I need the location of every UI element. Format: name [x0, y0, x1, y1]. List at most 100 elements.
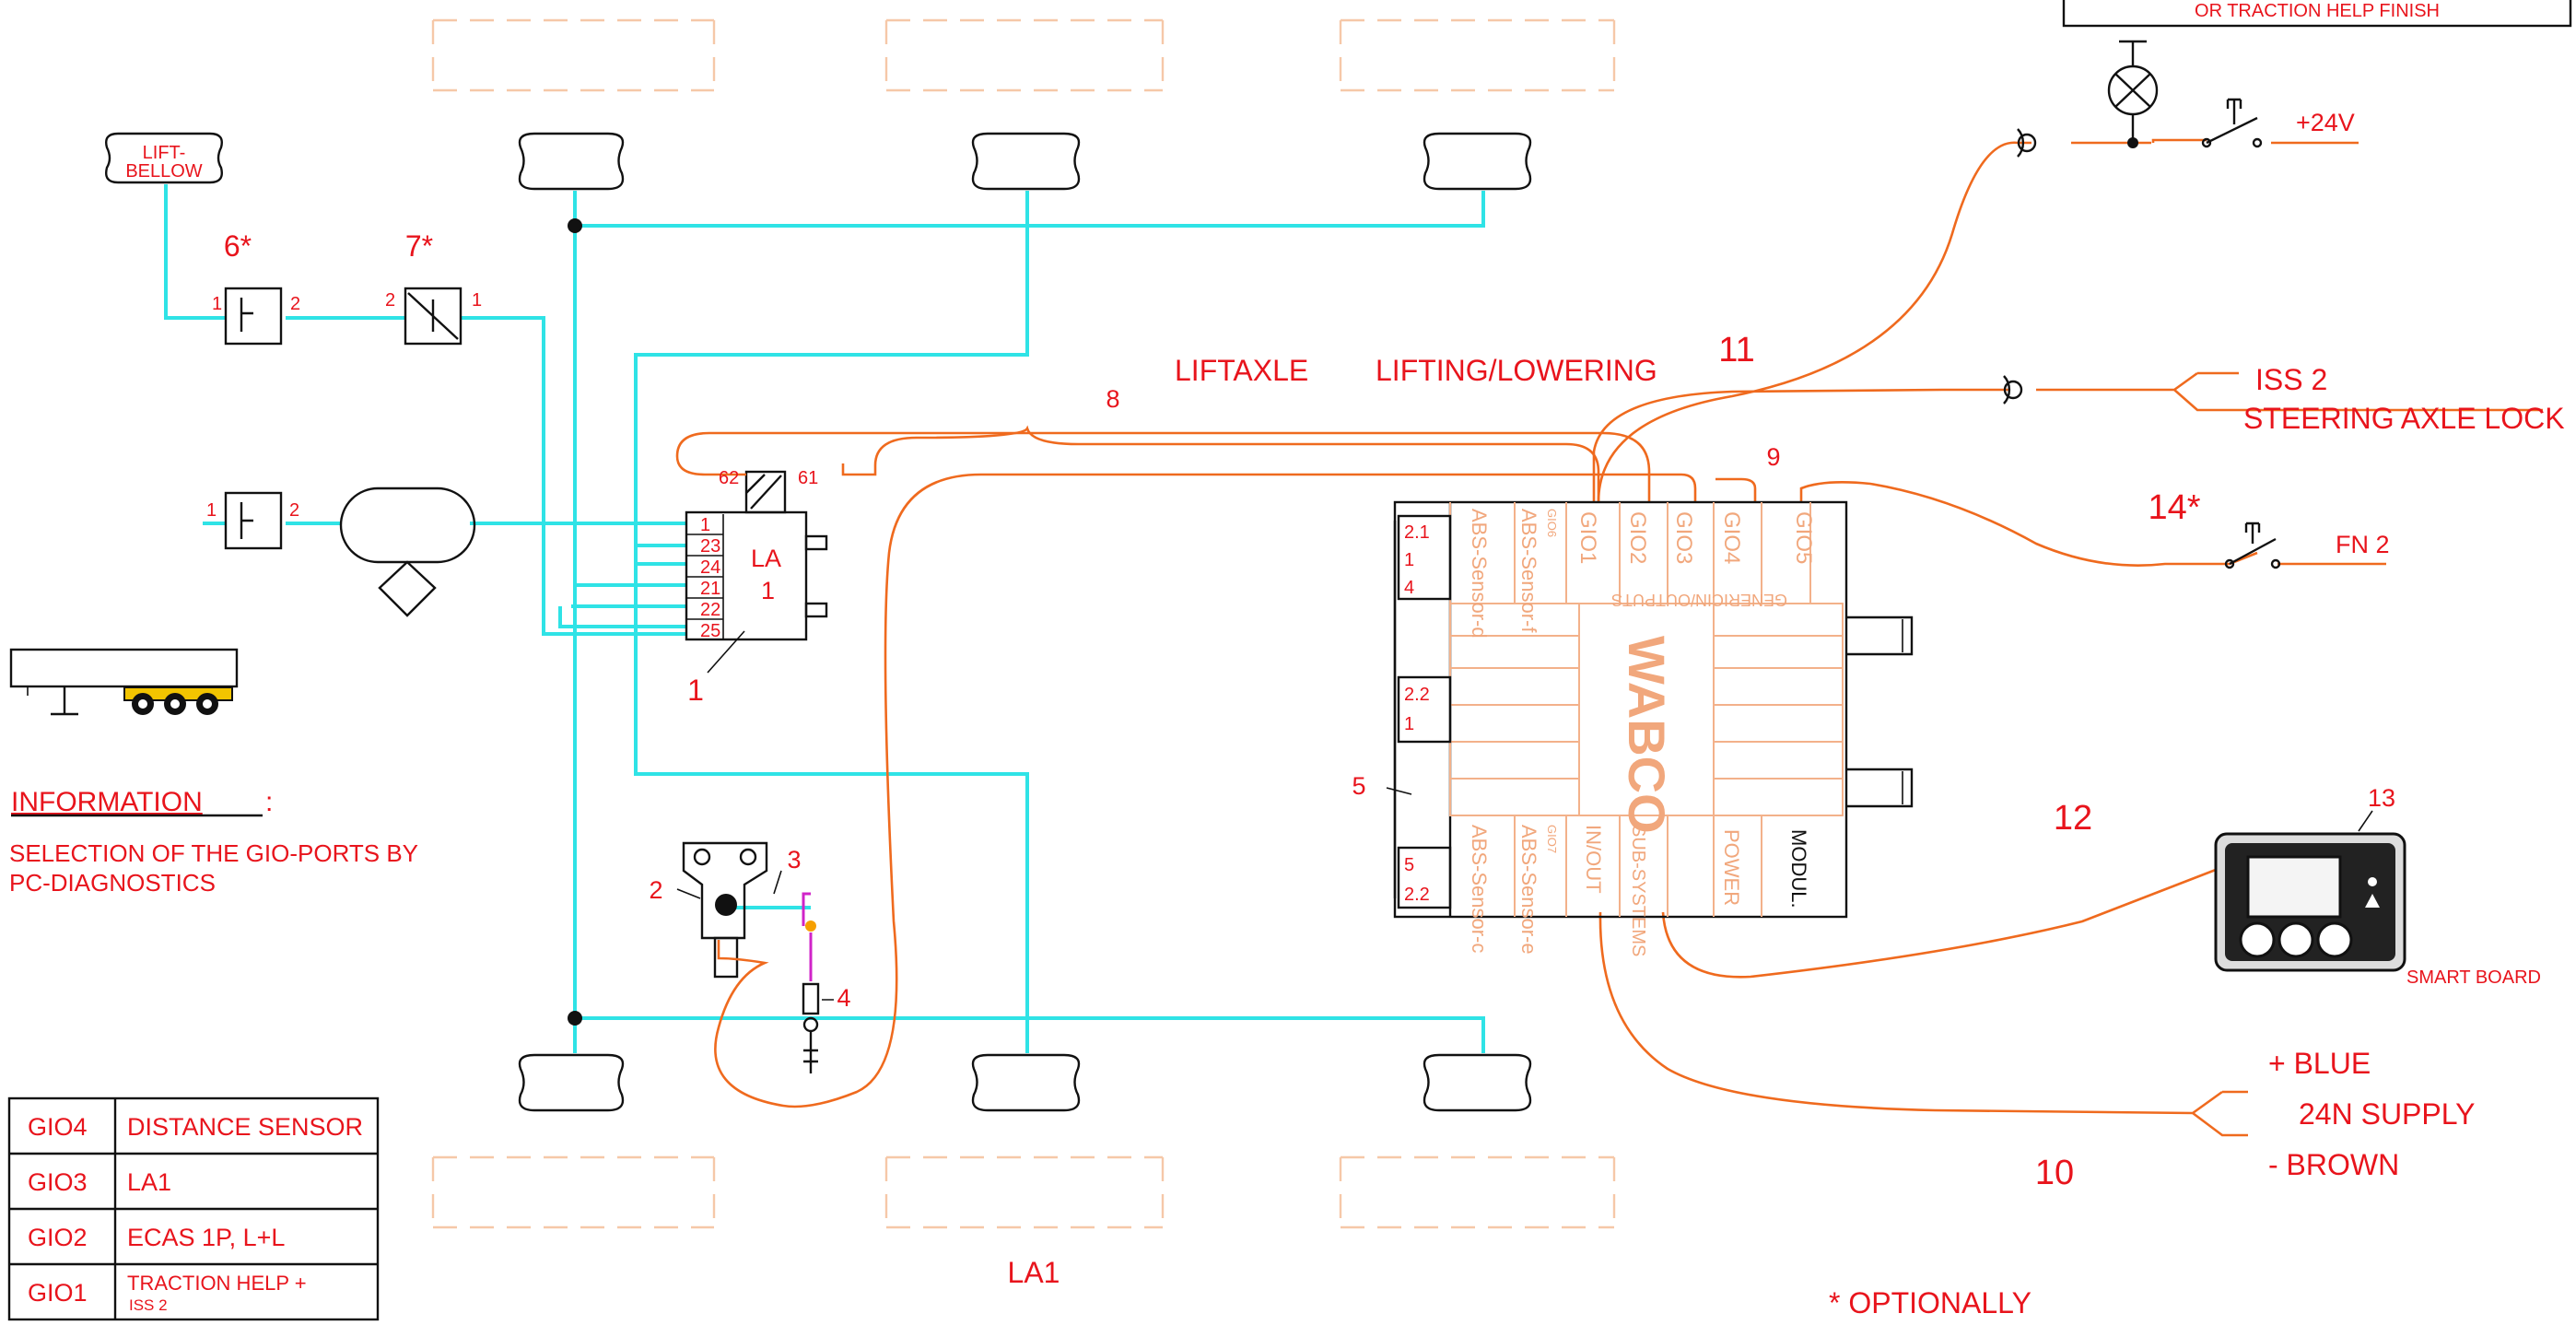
la-port-1: 1	[700, 515, 710, 535]
air-tank-icon	[339, 487, 476, 617]
ecu-labels: ABS-Sensor-d ABS-Sensor-f GIO6 GIO1 GIO2…	[1404, 509, 1816, 956]
labels: LIFT- BELLOW 6* 7* 1 2 2 1 1 2 62 61 1 2…	[9, 109, 2565, 1319]
port-label: 1	[212, 294, 222, 314]
gio-table-sub: ISS 2	[129, 1296, 168, 1314]
header-box	[2062, 0, 2572, 28]
wires	[675, 138, 2543, 1137]
gio-table-function: LA1	[127, 1168, 171, 1196]
ecu-top-port-5: GIO3	[1671, 511, 1696, 564]
la-module	[685, 470, 828, 674]
la-port-25: 25	[700, 621, 720, 641]
ecu-generic: GENERIC	[1712, 591, 1787, 609]
la-port-62: 62	[719, 468, 739, 488]
plug-icon-iss2	[2003, 375, 2023, 405]
bellow-bot-2	[971, 1053, 1081, 1112]
ecu-left-port-7: 2.2	[1404, 885, 1430, 905]
valve-7-label: 7*	[405, 229, 433, 263]
ecu-left-port-3: 4	[1404, 578, 1414, 598]
label-lifting-lowering: LIFTING/LOWERING	[1376, 354, 1657, 387]
ecu-top-port-6: GIO4	[1719, 511, 1744, 564]
junction-dot-top	[568, 218, 582, 233]
ref-8: 8	[1106, 385, 1119, 413]
label-plus24v: +24V	[2296, 109, 2355, 136]
ecu-top-port-3: GIO1	[1575, 511, 1600, 564]
ecu-bottom-port-2: ABS-Sensor-e	[1517, 825, 1540, 955]
ecu-left-port-4: 2.2	[1404, 685, 1430, 705]
ghost-wheel-top-1	[431, 18, 716, 92]
junction-dot-bottom	[568, 1011, 582, 1026]
switch-icon	[2201, 98, 2263, 148]
information-line-1: SELECTION OF THE GIO-PORTS BY	[9, 839, 418, 867]
ref-1: 1	[687, 674, 704, 707]
plug-icon	[2017, 128, 2037, 158]
la-name: LA	[751, 545, 781, 572]
ecu-left-port-1: 2.1	[1404, 522, 1430, 543]
la-port-23: 23	[700, 536, 720, 557]
lift-bellow-label-1: LIFT-	[143, 143, 186, 163]
ecu-module	[1386, 500, 1914, 919]
ecu-bottom-port-1: ABS-Sensor-c	[1468, 825, 1491, 953]
distance-sensor-icon	[676, 841, 834, 1073]
gio-table-function: TRACTION HELP +	[127, 1272, 307, 1295]
trailer-icon	[9, 648, 239, 716]
air-lines	[164, 184, 1485, 1053]
la-port-21: 21	[700, 579, 720, 599]
port-label: 1	[206, 500, 217, 521]
label-plus-blue: + BLUE	[2268, 1047, 2371, 1080]
la-port-22: 22	[700, 600, 720, 620]
ref-12: 12	[2054, 799, 2092, 838]
la-port-24: 24	[700, 557, 720, 578]
lift-bellow	[105, 132, 223, 184]
gio-table: GIO4 DISTANCE SENSOR GIO3 LA1 GIO2 ECAS …	[7, 1096, 380, 1321]
label-smart-board: SMART BOARD	[2406, 967, 2541, 988]
ref-14: 14*	[2148, 488, 2200, 527]
ecu-bottom-port-5: POWER	[1720, 829, 1743, 906]
ref-13: 13	[2368, 784, 2395, 812]
bellow-top-1	[518, 132, 625, 191]
ref-4: 4	[837, 984, 850, 1012]
gio-table-port: GIO4	[28, 1113, 88, 1141]
label-steering-axle-lock: STEERING AXLE LOCK	[2243, 402, 2565, 435]
ecu-left-port-5: 1	[1404, 714, 1414, 734]
lamp-icon	[2107, 40, 2159, 148]
information-heading: INFORMATION	[11, 787, 203, 817]
ghost-wheel-bot-3	[1339, 1155, 1616, 1229]
ecu-top-port-1: ABS-Sensor-d	[1468, 509, 1491, 639]
gio-table-function: ECAS 1P, L+L	[127, 1224, 285, 1251]
label-liftaxle: LIFTAXLE	[1175, 354, 1308, 387]
valve-icon	[224, 491, 283, 550]
switch-icon-fn2	[2224, 522, 2281, 569]
label-iss2: ISS 2	[2255, 363, 2327, 396]
ref-2: 2	[649, 876, 662, 904]
ghost-wheel-bot-1	[431, 1155, 716, 1229]
bellow-top-2	[971, 132, 1081, 191]
port-label: 2	[385, 290, 395, 311]
gio-table-port: GIO2	[28, 1224, 88, 1251]
port-label: 2	[289, 500, 299, 521]
ecu-inout-top: IN/OUTPUTS	[1611, 591, 1712, 609]
ref-3: 3	[787, 846, 801, 874]
gio-table-port: GIO3	[28, 1168, 88, 1196]
la-number: 1	[761, 577, 775, 604]
smart-board-icon	[2214, 810, 2406, 972]
ghost-wheel-bot-2	[884, 1155, 1165, 1229]
valve-7	[404, 287, 463, 346]
ecu-gio6: GIO6	[1545, 509, 1559, 537]
valve-6	[224, 287, 283, 346]
la-port-61: 61	[798, 468, 818, 488]
ghost-wheel-top-3	[1339, 18, 1616, 92]
information-line-2: PC-DIAGNOSTICS	[9, 869, 216, 897]
air-bellows	[105, 132, 1532, 1112]
ref-5: 5	[1352, 772, 1365, 800]
label-la1: LA1	[1008, 1256, 1060, 1289]
ecu-gio7: GIO7	[1545, 825, 1559, 853]
ecu-top-port-4: GIO2	[1625, 511, 1650, 564]
header-box-text: OR TRACTION HELP FINISH	[2195, 1, 2440, 21]
ref-9: 9	[1766, 443, 1780, 471]
port-label: 2	[290, 294, 300, 314]
ecu-top-port-7: GIO5	[1791, 511, 1816, 564]
bellow-bot-1	[518, 1053, 625, 1112]
bellow-top-3	[1423, 132, 1532, 191]
gio-table-function: DISTANCE SENSOR	[127, 1113, 363, 1141]
valve-6-label: 6*	[224, 229, 252, 263]
